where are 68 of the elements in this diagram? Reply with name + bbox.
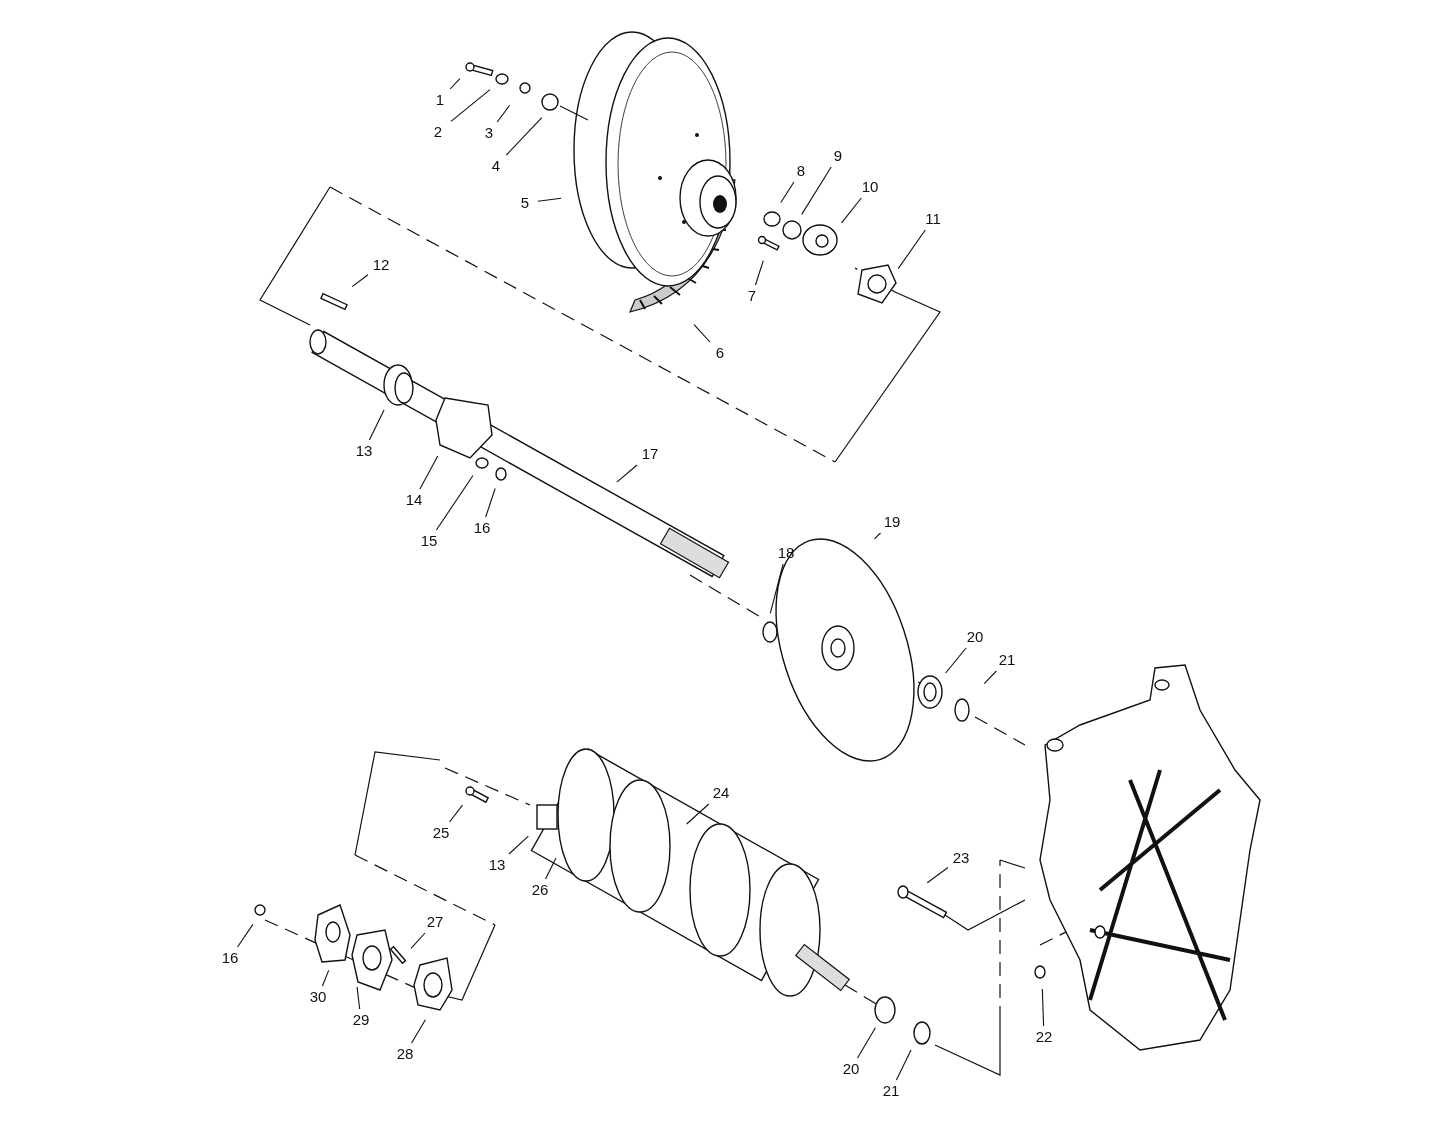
leader-line [856, 1027, 876, 1059]
callout-number: 11 [921, 209, 945, 229]
leader-line [449, 78, 461, 90]
leader-line [351, 274, 369, 288]
callout-number: 14 [402, 490, 426, 510]
callout-number: 15 [417, 531, 441, 551]
callout-number: 24 [709, 783, 733, 803]
leader-line [236, 923, 254, 948]
leader-line [841, 197, 862, 224]
callout-number: 1 [428, 90, 452, 110]
callout-number: 18 [774, 543, 798, 563]
callout-number: 20 [963, 627, 987, 647]
callout-number: 30 [306, 987, 330, 1007]
leader-line [410, 932, 426, 949]
leader-line [450, 89, 491, 122]
leader-line [616, 464, 638, 483]
callout-number: 29 [349, 1010, 373, 1030]
callout-number: 21 [879, 1081, 903, 1101]
leader-line [895, 1049, 912, 1081]
callout-number: 17 [638, 444, 662, 464]
leader-line [945, 647, 967, 674]
leader-line [544, 857, 557, 880]
callout-number: 22 [1032, 1027, 1056, 1047]
callout-number: 25 [429, 823, 453, 843]
callout-number: 8 [789, 161, 813, 181]
callout-number: 27 [423, 912, 447, 932]
callout-number: 3 [477, 123, 501, 143]
leader-line [419, 455, 439, 490]
callout-number: 9 [826, 146, 850, 166]
leader-line [448, 804, 464, 823]
leader-line [368, 409, 385, 441]
leader-line [435, 474, 474, 531]
callout-number: 21 [995, 650, 1019, 670]
leader-line [496, 104, 511, 123]
leader-line [1041, 988, 1045, 1027]
callout-number: 4 [484, 156, 508, 176]
callout-number: 16 [218, 948, 242, 968]
leader-line [983, 670, 997, 685]
callout-number: 13 [485, 855, 509, 875]
callout-number: 10 [858, 177, 882, 197]
leader-line [356, 986, 361, 1010]
leader-line [926, 866, 949, 884]
callout-number: 5 [513, 193, 537, 213]
callout-number: 13 [352, 441, 376, 461]
leader-line [321, 969, 330, 987]
leader-line [693, 324, 711, 343]
callout-number: 12 [369, 255, 393, 275]
callout-number: 7 [740, 286, 764, 306]
leader-line [686, 803, 710, 825]
leader-line [505, 117, 543, 156]
callout-number: 2 [426, 122, 450, 142]
callout-number: 28 [393, 1044, 417, 1064]
leader-line [411, 1019, 426, 1044]
leader-line [485, 488, 496, 518]
callout-number: 16 [470, 518, 494, 538]
callout-number: 20 [839, 1059, 863, 1079]
callout-number: 6 [708, 343, 732, 363]
callout-number: 26 [528, 880, 552, 900]
leader-line [801, 166, 832, 215]
callout-number: 19 [880, 512, 904, 532]
leader-line [537, 197, 562, 202]
leader-line [897, 229, 926, 270]
leader-line [754, 260, 764, 286]
leader-line [780, 181, 795, 203]
callout-number: 23 [949, 848, 973, 868]
leader-line [873, 532, 882, 540]
leader-line [769, 563, 784, 614]
leader-line [508, 835, 529, 855]
